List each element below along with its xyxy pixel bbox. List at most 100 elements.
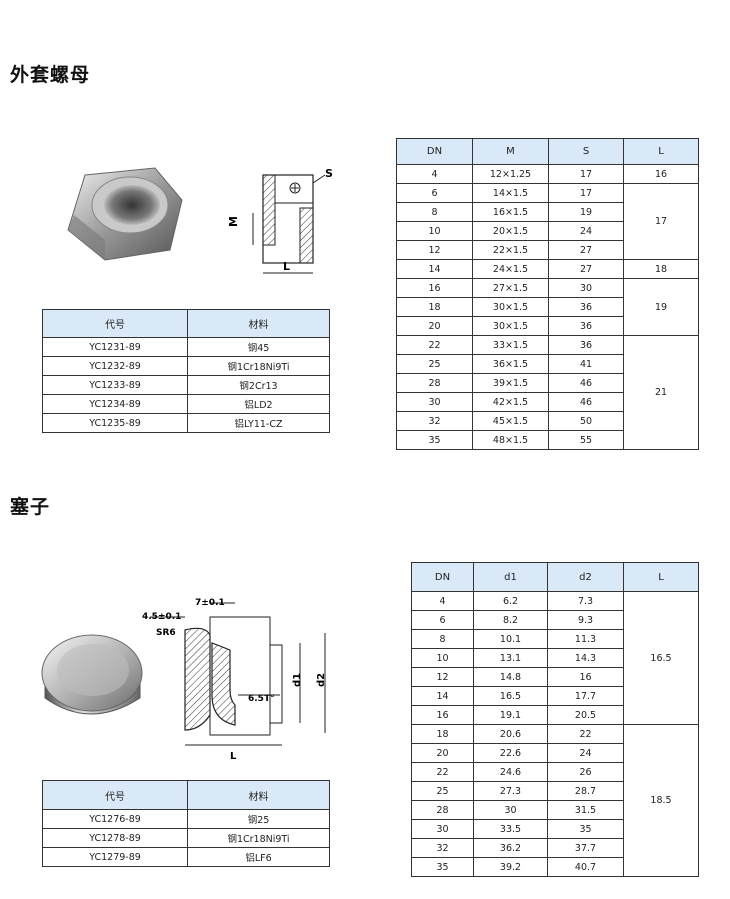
nut-label-s: S <box>325 167 333 180</box>
material-header-material: 材料 <box>187 780 330 810</box>
spec-cell: 10.1 <box>473 629 548 649</box>
spec-cell: 4 <box>411 591 474 611</box>
spec-header-d2: d2 <box>547 562 624 592</box>
spec-cell: 50 <box>548 411 624 431</box>
spec-cell: 22 <box>411 762 474 782</box>
spec-cell: 14×1.5 <box>472 183 549 203</box>
spec-cell: 24×1.5 <box>472 259 549 279</box>
length-group-cell: 18.5 <box>623 724 699 877</box>
material-cell: 钢2Cr13 <box>187 375 330 395</box>
spec-cell: 32 <box>396 411 473 431</box>
spec-cell: 12 <box>411 667 474 687</box>
material-cell: 铝LY11-CZ <box>187 413 330 433</box>
spec-cell: 22×1.5 <box>472 240 549 260</box>
spec-cell: 28 <box>396 373 473 393</box>
nut-photo <box>67 167 183 261</box>
code-cell: YC1232-89 <box>42 356 188 376</box>
spec-cell: 20.5 <box>547 705 624 725</box>
spec-cell: 39.2 <box>473 857 548 877</box>
spec-header-dn: DN <box>396 138 473 165</box>
spec-cell: 20×1.5 <box>472 221 549 241</box>
spec-cell: 27.3 <box>473 781 548 801</box>
spec-cell: 27×1.5 <box>472 278 549 298</box>
spec-cell: 36.2 <box>473 838 548 858</box>
section-title-plug: 塞子 <box>10 496 51 518</box>
spec-cell: 25 <box>411 781 474 801</box>
plug-label-4-5: 4.5±0.1 <box>142 612 181 622</box>
material-cell: 钢45 <box>187 337 330 357</box>
spec-cell: 18 <box>396 297 473 317</box>
length-group-cell: 19 <box>623 278 699 336</box>
spec-cell: 25 <box>396 354 473 374</box>
spec-cell: 16 <box>396 278 473 298</box>
plug-label-d1: d1 <box>292 673 303 687</box>
code-cell: YC1276-89 <box>42 809 188 829</box>
spec-cell: 35 <box>411 857 474 877</box>
spec-cell: 30 <box>396 392 473 412</box>
material-cell: 铝LD2 <box>187 394 330 414</box>
spec-cell: 13.1 <box>473 648 548 668</box>
spec-cell: 24 <box>548 221 624 241</box>
spec-cell: 28 <box>411 800 474 820</box>
spec-header-l: L <box>623 138 699 165</box>
spec-cell: 22 <box>396 335 473 355</box>
spec-cell: 16 <box>411 705 474 725</box>
spec-cell: 41 <box>548 354 624 374</box>
spec-cell: 16×1.5 <box>472 202 549 222</box>
spec-cell: 6 <box>396 183 473 203</box>
spec-cell: 8.2 <box>473 610 548 630</box>
spec-cell: 14.8 <box>473 667 548 687</box>
spec-cell: 12×1.25 <box>472 164 549 184</box>
spec-cell: 30×1.5 <box>472 316 549 336</box>
spec-cell: 22 <box>547 724 624 744</box>
spec-cell: 28.7 <box>547 781 624 801</box>
spec-cell: 30 <box>411 819 474 839</box>
spec-cell: 35 <box>396 430 473 450</box>
spec-cell: 6.2 <box>473 591 548 611</box>
spec-cell: 16 <box>547 667 624 687</box>
material-cell: 铝LF6 <box>187 847 330 867</box>
length-group-cell: 16 <box>623 164 699 184</box>
spec-cell: 11.3 <box>547 629 624 649</box>
spec-cell: 14.3 <box>547 648 624 668</box>
spec-cell: 30×1.5 <box>472 297 549 317</box>
spec-cell: 4 <box>396 164 473 184</box>
length-group-cell: 17 <box>623 183 699 260</box>
spec-cell: 36 <box>548 335 624 355</box>
spec-cell: 48×1.5 <box>472 430 549 450</box>
spec-cell: 46 <box>548 373 624 393</box>
spec-cell: 27 <box>548 240 624 260</box>
spec-cell: 46 <box>548 392 624 412</box>
spec-cell: 17.7 <box>547 686 624 706</box>
plug-label-d2: d2 <box>316 673 327 687</box>
spec-cell: 30 <box>548 278 624 298</box>
code-cell: YC1233-89 <box>42 375 188 395</box>
spec-cell: 24 <box>547 743 624 763</box>
spec-cell: 22.6 <box>473 743 548 763</box>
spec-cell: 36×1.5 <box>472 354 549 374</box>
spec-cell: 17 <box>548 164 624 184</box>
code-cell: YC1279-89 <box>42 847 188 867</box>
spec-cell: 12 <box>396 240 473 260</box>
plug-photo <box>41 634 143 715</box>
code-cell: YC1278-89 <box>42 828 188 848</box>
spec-cell: 33×1.5 <box>472 335 549 355</box>
